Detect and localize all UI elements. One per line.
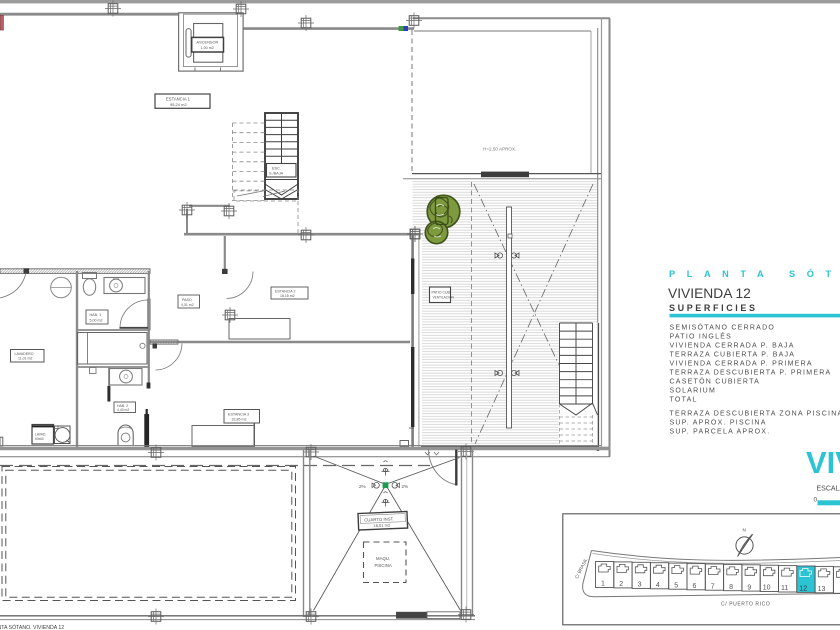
svg-text:10: 10 — [763, 585, 771, 592]
svg-text:ESC.: ESC. — [272, 166, 281, 170]
svg-text:MAQU.: MAQU. — [376, 556, 390, 561]
svg-text:ESTANCIA 1: ESTANCIA 1 — [166, 96, 191, 101]
svg-text:C/ PUERTO RICO: C/ PUERTO RICO — [721, 602, 770, 608]
svg-text:PATIO CUB.: PATIO CUB. — [432, 291, 451, 295]
svg-text:3: 3 — [638, 582, 642, 589]
svg-text:VIVIENDA: VIVIENDA — [806, 445, 840, 480]
svg-text:4: 4 — [656, 582, 660, 589]
svg-text:TERRAZA CUBIERTA P. BAJA: TERRAZA CUBIERTA P. BAJA — [670, 352, 796, 359]
svg-text:CASETÓN CUBIERTA: CASETÓN CUBIERTA — [670, 377, 761, 386]
svg-text:ASCENSOR: ASCENSOR — [197, 40, 219, 45]
svg-text:7: 7 — [711, 583, 715, 590]
svg-text:2%: 2% — [402, 484, 409, 489]
svg-text:2%: 2% — [359, 484, 366, 489]
svg-text:SOLARIUM: SOLARIUM — [670, 388, 717, 395]
svg-text:S./BAJA: S./BAJA — [269, 172, 284, 176]
svg-text:6: 6 — [693, 583, 697, 590]
svg-text:8: 8 — [729, 584, 733, 591]
svg-text:HAB. 1: HAB. 1 — [90, 313, 102, 317]
svg-text:11: 11 — [781, 585, 788, 592]
svg-text:VENTILACION: VENTILACION — [433, 296, 455, 300]
svg-text:TOTAL: TOTAL — [670, 397, 698, 404]
svg-text:SEMISÓTANO CERRADO: SEMISÓTANO CERRADO — [670, 323, 776, 332]
svg-text:ESTANCIA 2: ESTANCIA 2 — [275, 289, 296, 293]
svg-text:60x60: 60x60 — [35, 437, 44, 441]
svg-text:SUP. APROX. PISCINA: SUP. APROX. PISCINA — [670, 420, 767, 427]
svg-text:PLANTA SÓTANO: PLANTA SÓTANO — [669, 268, 840, 279]
svg-text:N: N — [743, 528, 747, 534]
svg-text:PATIO INGLÉS: PATIO INGLÉS — [670, 332, 733, 341]
svg-text:1,00 m2: 1,00 m2 — [201, 46, 214, 50]
svg-text:32,85 m2: 32,85 m2 — [232, 418, 247, 422]
svg-text:1: 1 — [601, 581, 605, 588]
svg-text:4,31 m2: 4,31 m2 — [181, 303, 194, 307]
svg-text:TERRAZA DESCUBIERTA ZONA PISC: TERRAZA DESCUBIERTA ZONA PISCINA — [670, 411, 840, 418]
svg-text:CUARTO INST.: CUARTO INST. — [364, 516, 394, 522]
svg-text:12: 12 — [799, 586, 807, 593]
svg-text:5: 5 — [674, 583, 678, 590]
svg-text:2: 2 — [619, 581, 623, 588]
svg-text:TERRAZA DESCUBIERTA P. PRIMERA: TERRAZA DESCUBIERTA P. PRIMERA — [670, 370, 832, 377]
svg-text:95,24 m2: 95,24 m2 — [170, 102, 187, 107]
svg-text:0: 0 — [814, 497, 818, 504]
svg-text:SUP. PARCELA APROX.: SUP. PARCELA APROX. — [670, 429, 771, 436]
svg-text:ESCALA: ESCALA — [817, 486, 840, 493]
svg-text:4,40 m2: 4,40 m2 — [117, 408, 129, 412]
svg-text:H=2,50 APROX.: H=2,50 APROX. — [483, 147, 516, 152]
svg-text:HAB. 2: HAB. 2 — [117, 404, 128, 408]
svg-text:LAVAD.: LAVAD. — [35, 433, 46, 437]
svg-text:16,01 m2: 16,01 m2 — [373, 522, 391, 528]
svg-text:PASO: PASO — [182, 298, 192, 302]
svg-text:VIVIENDA CERRADA P. BAJA: VIVIENDA CERRADA P. BAJA — [670, 343, 795, 350]
svg-text:5,00 m2: 5,00 m2 — [90, 318, 103, 322]
svg-text:PISCINA: PISCINA — [375, 563, 392, 568]
svg-text:ANTA SÓTANO. VIVIENDA 12: ANTA SÓTANO. VIVIENDA 12 — [0, 624, 64, 630]
svg-text:VIVIENDA 12: VIVIENDA 12 — [668, 286, 751, 301]
svg-text:ESTANCIA 3: ESTANCIA 3 — [228, 412, 249, 416]
svg-text:13: 13 — [818, 586, 826, 593]
svg-text:11,01 m2: 11,01 m2 — [18, 357, 32, 361]
svg-text:VIVIENDA CERRADA P. PRIMERA: VIVIENDA CERRADA P. PRIMERA — [670, 361, 813, 368]
svg-text:LAVADERO: LAVADERO — [15, 352, 34, 356]
svg-text:9: 9 — [747, 584, 751, 591]
svg-text:16,15 m2: 16,15 m2 — [280, 294, 295, 298]
svg-text:SUPERFICIES: SUPERFICIES — [669, 303, 758, 313]
